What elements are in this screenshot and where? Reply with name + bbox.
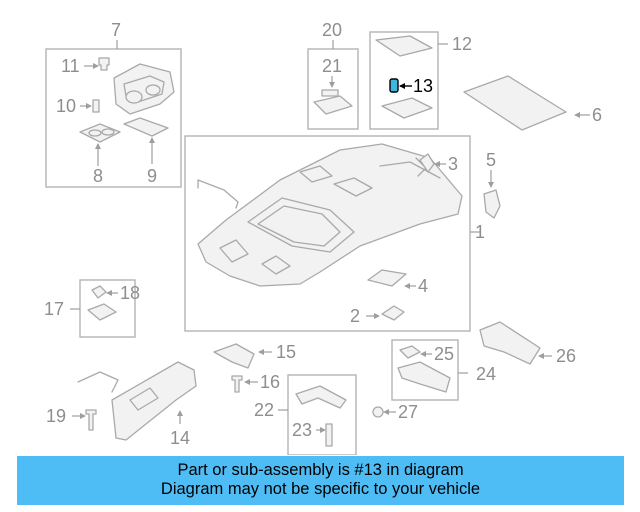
group-22-assist-grip: 22 23 [254,374,357,455]
group-24-box [391,339,459,401]
group-22-box [287,374,357,455]
callout-2: 2 [350,306,360,326]
group-27-clip: 27 [372,402,418,422]
part-10-bulb [92,99,100,113]
part-17-holder [87,303,117,321]
callout-20: 20 [322,20,342,40]
callout-22: 22 [254,400,274,420]
part-15-bracket [213,343,255,369]
group-15-bracket: 15 [213,342,296,369]
parts-diagram: 7 11 10 8 9 20 21 [44,20,602,455]
part-5-trim [483,189,501,219]
group-17-holder: 17 18 [44,279,140,338]
group-16-screw: 16 [231,372,280,393]
callout-16: 16 [260,372,280,392]
part-18-clip [91,285,107,299]
group-7-overhead-console: 7 11 10 8 9 [45,20,182,188]
part-19-screw [85,409,97,431]
part-13-bulb-highlighted [389,78,399,93]
callout-6: 6 [592,105,602,125]
callout-3: 3 [448,154,458,174]
callout-5: 5 [486,150,496,170]
part-11-clip [98,57,110,71]
group-7-box [45,48,182,188]
info-banner: Part or sub-assembly is #13 in diagram D… [17,456,624,505]
callout-8: 8 [93,166,103,186]
part-9-plate [123,117,169,137]
group-24-trim-assembly: 24 25 [391,339,496,401]
part-23-screw [325,423,333,447]
callout-10: 10 [56,96,76,116]
part-27-clip [372,406,384,418]
callout-18: 18 [120,283,140,303]
callout-4: 4 [418,276,428,296]
callout-1: 1 [475,222,485,242]
part-26-cover [479,321,541,365]
callout-19: 19 [46,406,66,426]
group-1-box [184,135,471,332]
banner-line-2: Diagram may not be specific to your vehi… [160,480,481,498]
callout-25: 25 [434,344,454,364]
part-20-lamp [313,95,353,115]
callout-27: 27 [398,402,418,422]
group-14-sun-visor: 14 19 [46,361,197,448]
callout-15: 15 [276,342,296,362]
part-12-lamp-housing [375,35,433,57]
part-2-clip [381,305,405,321]
group-12-map-lamp: 12 13 [369,31,472,130]
part-6-pad [463,75,567,131]
group-5-trim: 5 [483,150,501,219]
part-7-console [113,63,175,115]
part-4-pad [367,269,407,287]
callout-7: 7 [111,20,121,40]
callout-23: 23 [292,420,312,440]
callout-26: 26 [556,346,576,366]
group-1-headliner: 1 3 4 2 [184,135,485,332]
part-25-clip [399,345,421,359]
callout-14: 14 [170,428,190,448]
callout-24: 24 [476,364,496,384]
part-22-grip [295,385,347,409]
group-20-lamp: 20 21 [307,20,359,130]
group-6-pad: 6 [463,75,602,131]
callout-13: 13 [413,76,433,96]
part-16-screw [231,375,243,393]
callout-9: 9 [147,166,157,186]
part-21-bulb [321,89,339,97]
callout-21: 21 [322,56,342,76]
part-24-trim [397,361,451,393]
banner-line-1: Part or sub-assembly is #13 in diagram [177,461,464,479]
sunroof-opening [247,197,355,253]
group-12-box [369,31,439,130]
callout-12: 12 [452,34,472,54]
callout-11: 11 [61,56,80,76]
group-26-cover: 26 [479,321,576,366]
callout-17: 17 [44,299,64,319]
